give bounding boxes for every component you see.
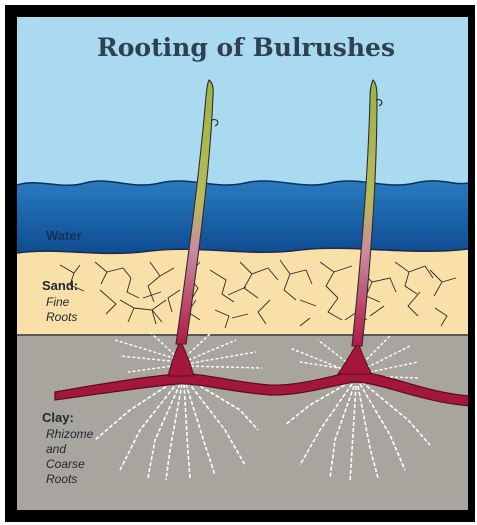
sand-label: Sand: xyxy=(42,278,78,293)
clay-sublabel-line2: and xyxy=(46,442,66,456)
sand-sublabel-line2: Roots xyxy=(46,310,77,324)
sand-sublabel-line1: Fine xyxy=(46,295,70,309)
clay-sublabel-line4: Roots xyxy=(46,472,77,486)
diagram-title: Rooting of Bulrushes xyxy=(97,33,395,62)
water-label: Water xyxy=(46,228,82,243)
clay-sublabel-line1: Rhizome xyxy=(46,427,94,441)
sand-layer xyxy=(17,248,468,336)
clay-layer xyxy=(17,334,468,510)
clay-label: Clay: xyxy=(42,410,74,425)
clay-sublabel-line3: Coarse xyxy=(46,457,85,471)
water-layer xyxy=(17,181,468,253)
